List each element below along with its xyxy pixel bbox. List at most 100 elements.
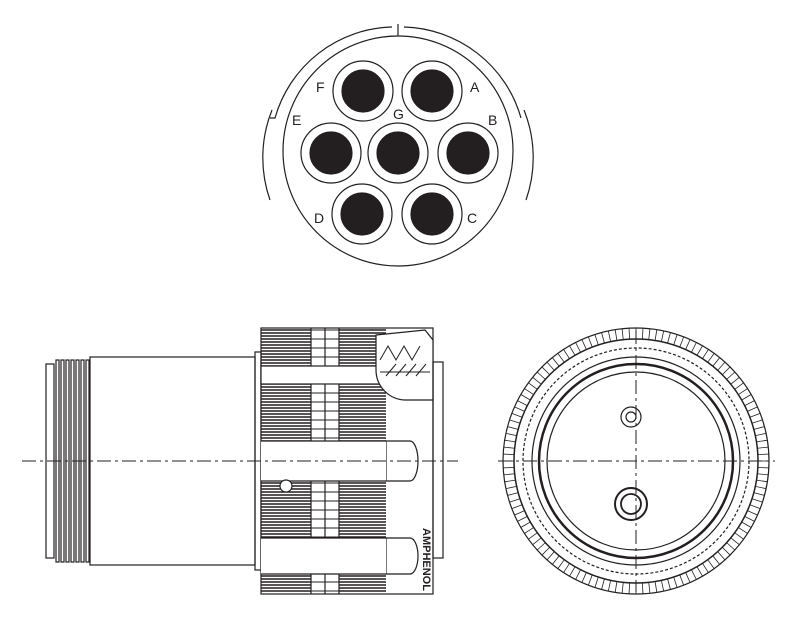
rim-knurl-tick <box>575 342 581 353</box>
rim-knurl-tick <box>511 412 523 418</box>
rim-knurl-tick <box>532 537 542 546</box>
rim-knurl-tick <box>607 580 612 592</box>
rim-knurl-tick <box>753 426 765 430</box>
rim-knurl-tick <box>734 382 744 390</box>
rim-knurl-tick <box>726 542 736 551</box>
pin-label-g: G <box>393 106 404 122</box>
rim-knurl-tick <box>557 353 565 363</box>
rim-knurl-tick <box>654 581 658 593</box>
rim-knurl-tick <box>581 339 587 350</box>
rim-knurl-tick <box>507 492 519 496</box>
rim-knurl-tick <box>641 582 644 594</box>
pin-socket-d <box>331 183 393 245</box>
rim-knurl-tick <box>712 555 721 565</box>
outer-arc-left-lower <box>262 109 273 201</box>
rim-knurl-tick <box>741 394 752 401</box>
rim-knurl-tick <box>730 537 740 546</box>
rim-knurl-tick <box>685 339 691 350</box>
rim-knurl-tick <box>628 328 631 340</box>
rim-knurl-tick <box>749 412 761 418</box>
rim-knurl-tick <box>751 419 763 424</box>
rim-knurl-tick <box>679 336 685 348</box>
rim-knurl-tick <box>536 371 546 380</box>
rim-knurl-tick <box>654 329 658 341</box>
rim-knurl-tick <box>730 376 740 385</box>
rim-knurl-tick <box>667 332 671 344</box>
rim-knurl-tick <box>717 551 726 561</box>
rim-knurl-tick <box>581 572 587 583</box>
rim-knurl-tick <box>514 510 525 516</box>
rim-knurl-tick <box>707 559 715 569</box>
front-end-view <box>498 327 775 595</box>
outer-arc-right-lower <box>523 109 534 201</box>
rim-knurl-tick <box>747 510 758 516</box>
rim-knurl-tick <box>520 521 531 528</box>
rim-knurl-tick <box>517 516 528 522</box>
rim-knurl-tick <box>511 504 523 510</box>
rim-knurl-tick <box>528 532 538 540</box>
rim-knurl-tick <box>755 432 767 437</box>
rim-knurl-tick <box>505 432 517 437</box>
rim-knurl-tick <box>528 382 538 390</box>
outer-arc-right <box>403 26 522 119</box>
rim-knurl-tick <box>601 578 605 590</box>
thread-ridge <box>85 359 90 563</box>
rim-knurl-tick <box>532 376 542 385</box>
rim-knurl-tick <box>660 580 665 592</box>
pin-label-b: B <box>488 112 497 128</box>
rim-knurl-tick <box>721 546 731 556</box>
rim-knurl-tick <box>673 334 678 346</box>
rim-knurl-tick <box>621 328 624 340</box>
rim-knurl-tick <box>503 446 515 449</box>
rim-knurl-tick <box>614 581 618 593</box>
front-ring <box>432 361 444 559</box>
rim-knurl-tick <box>546 551 555 561</box>
rim-knurl-tick <box>749 504 761 510</box>
rim-knurl-tick <box>524 388 534 395</box>
rim-knurl-tick <box>685 572 691 583</box>
rim-knurl-tick <box>757 473 769 476</box>
rim-knurl-tick <box>757 446 769 449</box>
rim-knurl-tick <box>504 479 516 483</box>
pin-contact <box>410 69 454 113</box>
side-view: AMPHENOL <box>22 327 458 595</box>
rim-knurl-tick <box>741 521 752 528</box>
rim-knurl-tick <box>504 439 516 443</box>
rim-knurl-tick <box>673 576 678 588</box>
pin-socket-g <box>367 122 429 184</box>
pin-label-d: D <box>314 210 324 226</box>
rim-knurl-tick <box>757 453 769 456</box>
pin-face-view: F A E G B D C <box>262 24 534 267</box>
rim-knurl-tick <box>660 330 665 342</box>
pin-socket-e <box>300 122 362 184</box>
rim-knurl-tick <box>563 563 570 573</box>
pin-contact <box>309 131 353 175</box>
rim-knurl-tick <box>507 426 519 430</box>
rim-knurl-tick <box>738 388 748 395</box>
rim-knurl-tick <box>517 400 528 406</box>
outer-arc-left <box>270 26 393 119</box>
rim-knurl-tick <box>707 353 715 363</box>
pin-socket-c <box>401 183 463 245</box>
rim-knurl-tick <box>601 332 605 344</box>
large-contact <box>614 487 648 521</box>
rim-knurl-tick <box>546 361 555 371</box>
rim-knurl-tick <box>587 336 593 348</box>
rim-knurl-tick <box>702 563 709 573</box>
rim-knurl-tick <box>520 394 531 401</box>
rim-knurl-tick <box>726 371 736 380</box>
cutaway-hatch <box>379 344 430 377</box>
pin-socket-b <box>437 122 499 184</box>
rim-knurl-tick <box>717 361 726 371</box>
rim-knurl-tick <box>551 555 560 565</box>
rim-knurl-tick <box>569 345 576 356</box>
rim-knurl-tick <box>702 349 709 359</box>
rim-knurl-tick <box>575 569 581 580</box>
brand-marking: AMPHENOL <box>420 528 432 591</box>
small-contact <box>620 406 642 428</box>
rim-knurl-tick <box>505 485 517 490</box>
rim-knurl-tick <box>691 342 697 353</box>
rim-knurl-tick <box>744 400 755 406</box>
rim-knurl-tick <box>696 566 703 577</box>
